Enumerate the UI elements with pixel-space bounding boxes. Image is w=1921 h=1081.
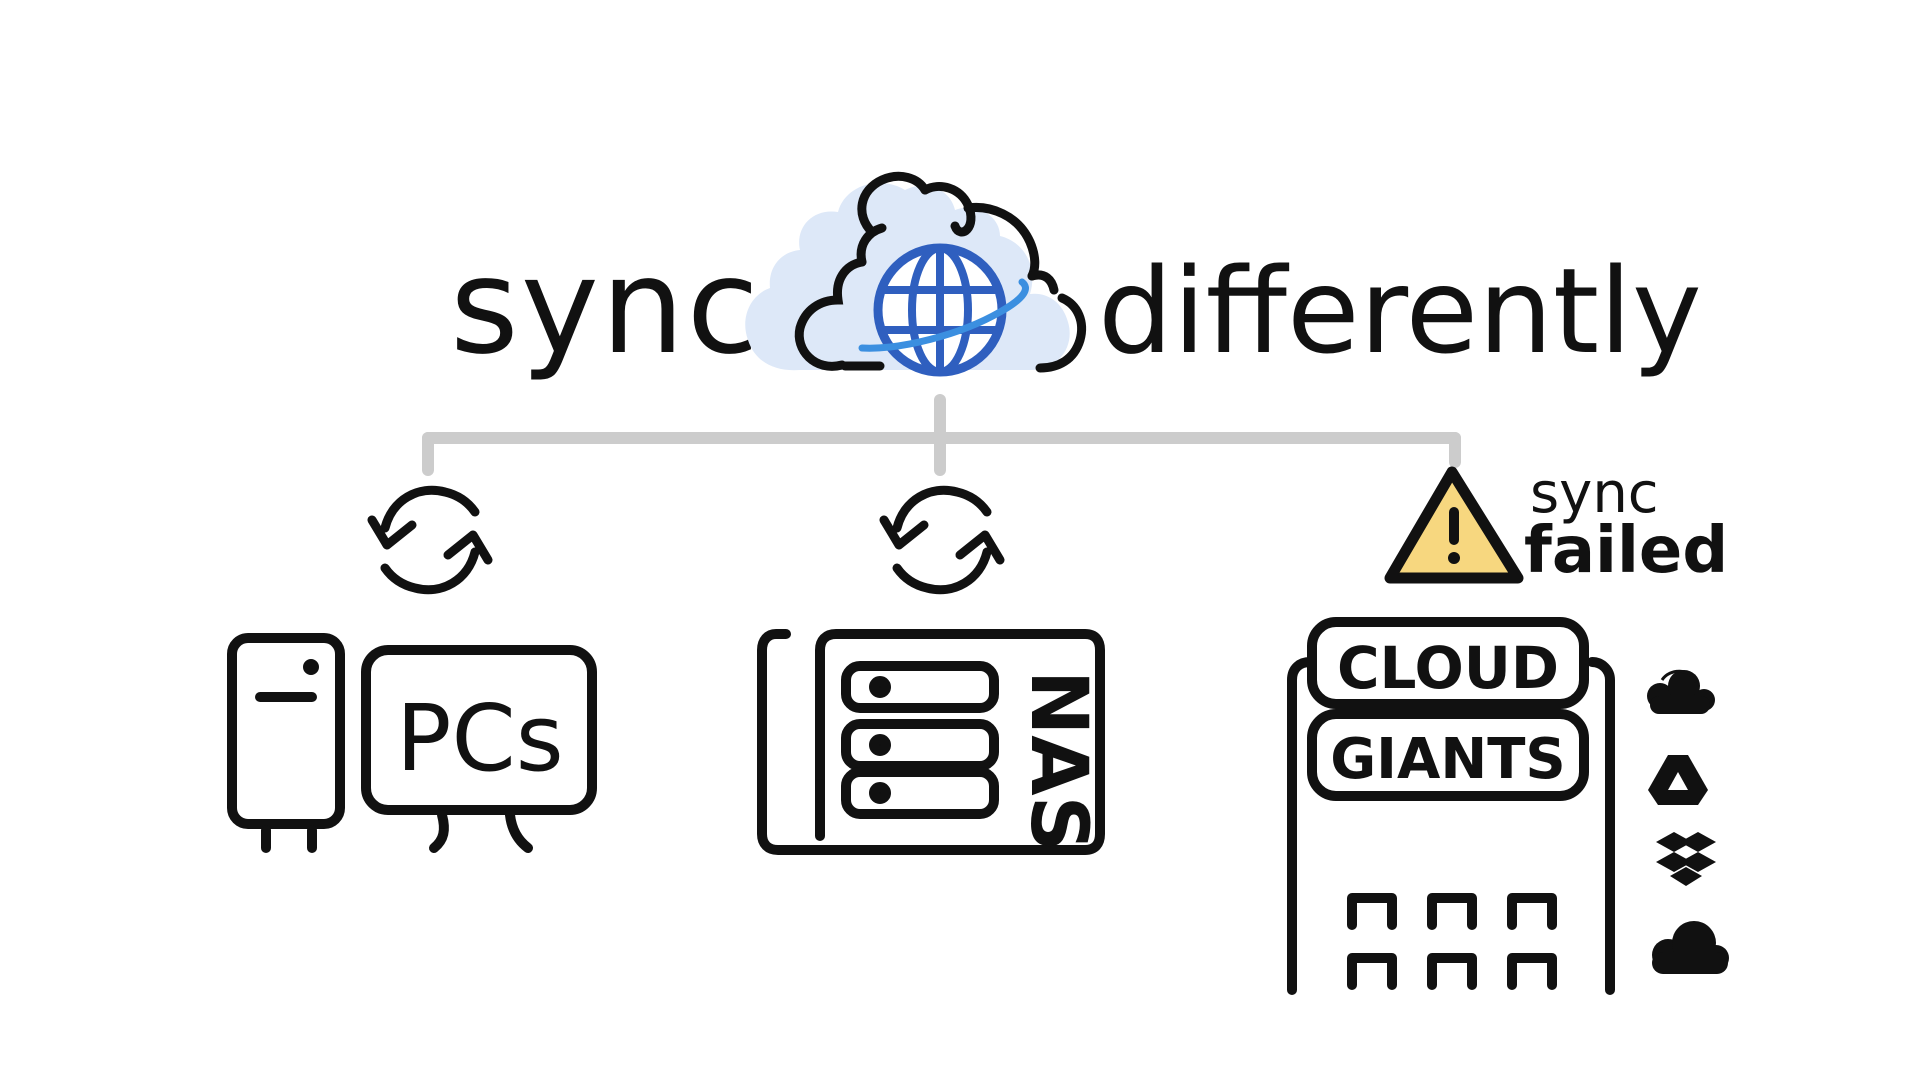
headline: sync differently — [450, 171, 1702, 384]
headline-right-word: differently — [1098, 242, 1702, 380]
dropbox-icon — [1656, 832, 1716, 886]
nextcloud-icon — [1647, 669, 1715, 714]
cloud-sign-top: CLOUD — [1337, 634, 1559, 702]
cloud-giants-building-icon — [1287, 617, 1615, 995]
nas-label: NAS — [1013, 670, 1103, 852]
sync-status-line1: sync — [1530, 461, 1659, 526]
pcs-label: PCs — [396, 685, 564, 792]
pc-tower-icon — [227, 633, 345, 853]
sync-status-line2: failed — [1524, 514, 1728, 588]
onedrive-icon — [1652, 921, 1729, 974]
nas-node — [757, 629, 1105, 855]
headline-left-word: sync — [450, 230, 761, 384]
sync-arrows-icon — [879, 485, 1005, 595]
connector-lines — [422, 394, 1461, 476]
cloud-sign-bottom: GIANTS — [1330, 727, 1566, 792]
sync-arrows-icon — [367, 485, 493, 595]
pcs-node: PCs — [227, 633, 597, 853]
google-drive-icon — [1648, 755, 1708, 805]
warning-triangle-icon — [1384, 466, 1524, 584]
cloud-globe-icon — [745, 171, 1087, 377]
monitor-icon — [361, 645, 597, 853]
